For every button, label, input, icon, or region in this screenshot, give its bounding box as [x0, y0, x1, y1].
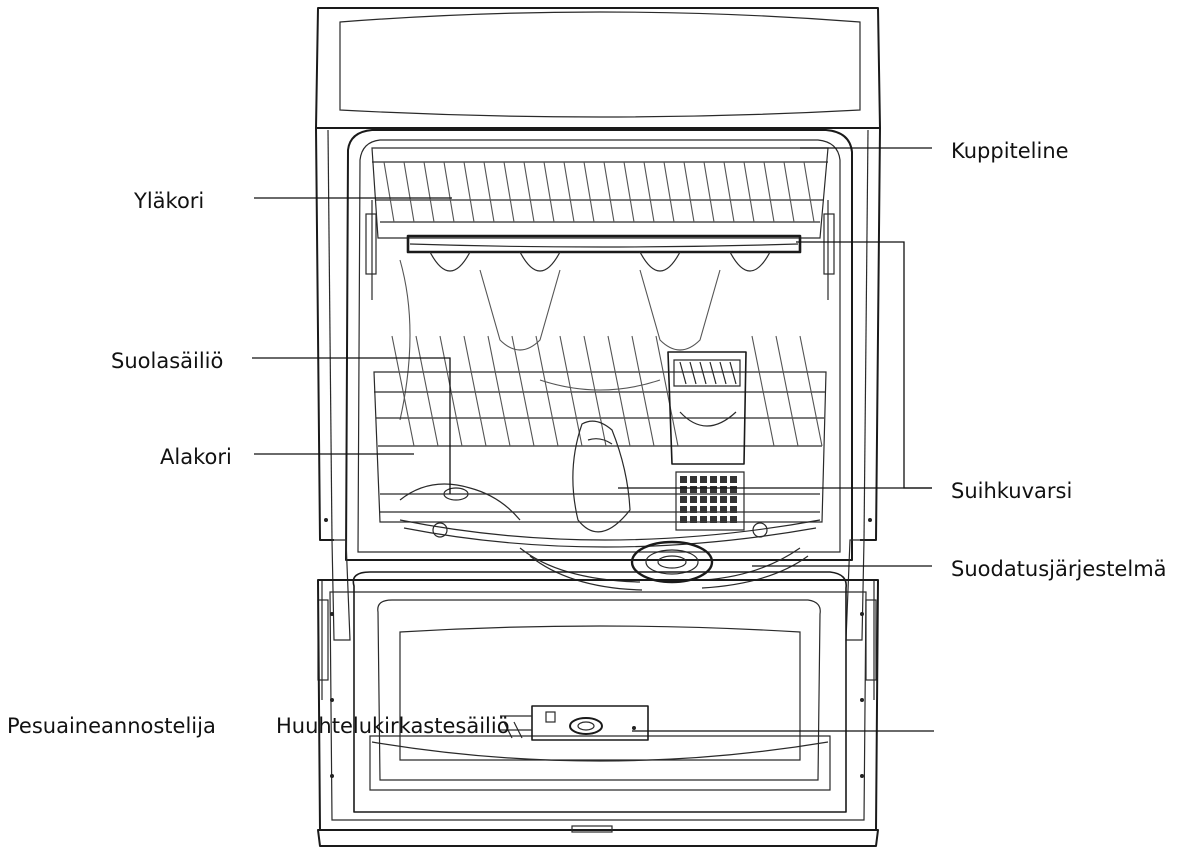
label-lower-basket: Alakori: [160, 445, 232, 469]
label-cup-rack: Kuppiteline: [951, 139, 1069, 163]
label-rinse-aid-reservoir: Huuhtelukirkastesäiliö: [276, 714, 510, 738]
cutlery-basket: [668, 352, 746, 530]
label-upper-basket: Yläkori: [133, 189, 204, 213]
leader-line-salt-container: [252, 358, 450, 494]
upper-basket: [366, 148, 834, 300]
labels: Kuppiteline Yläkori Suolasäiliö Alakori …: [7, 139, 1167, 738]
lower-basket: [374, 336, 826, 537]
hinges: [318, 540, 876, 700]
door: [318, 518, 878, 846]
tub: [346, 130, 852, 560]
label-salt-container: Suolasäiliö: [111, 349, 223, 373]
cutlery-grid: [680, 476, 737, 523]
bottle: [573, 421, 630, 532]
label-detergent-dispenser: Pesuaineannostelija: [7, 714, 216, 738]
lower-basket-tines: [392, 336, 822, 446]
label-spray-arm: Suihkuvarsi: [951, 479, 1072, 503]
leader-line-spray-arm: [796, 242, 932, 488]
worktop: [316, 8, 880, 128]
cabinet-walls: [316, 128, 880, 540]
salt-container: [400, 484, 520, 520]
dispenser-panel: [500, 706, 648, 740]
label-filter-system: Suodatusjärjestelmä: [951, 557, 1167, 581]
upper-basket-tines: [384, 162, 814, 222]
